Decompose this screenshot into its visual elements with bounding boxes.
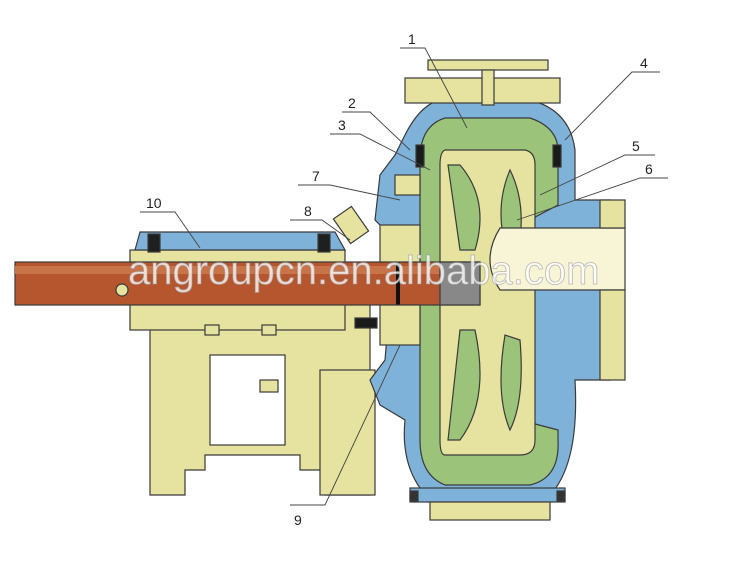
part-label-3: 3	[338, 117, 346, 133]
part-label-6: 6	[645, 161, 653, 177]
part-label-4: 4	[640, 55, 648, 71]
bearing-housing-cap	[134, 231, 347, 253]
part-label-8: 8	[304, 203, 312, 219]
watermark-text: angroupcn.en.alibaba.com	[128, 249, 599, 293]
shaft	[14, 261, 481, 306]
stuffing-box	[332, 174, 421, 346]
discharge-flange	[404, 59, 561, 106]
part-label-10: 10	[146, 195, 162, 211]
impeller	[439, 149, 536, 456]
part-label-5: 5	[632, 138, 640, 154]
leader-lines	[140, 47, 668, 506]
part-label-1: 1	[408, 31, 416, 47]
part-label-7: 7	[312, 168, 320, 184]
bottom-bolts	[409, 487, 566, 521]
frame-bolts	[204, 324, 279, 393]
suction-bore	[489, 199, 626, 381]
part-label-9: 9	[294, 512, 302, 528]
part-label-2: 2	[348, 95, 356, 111]
